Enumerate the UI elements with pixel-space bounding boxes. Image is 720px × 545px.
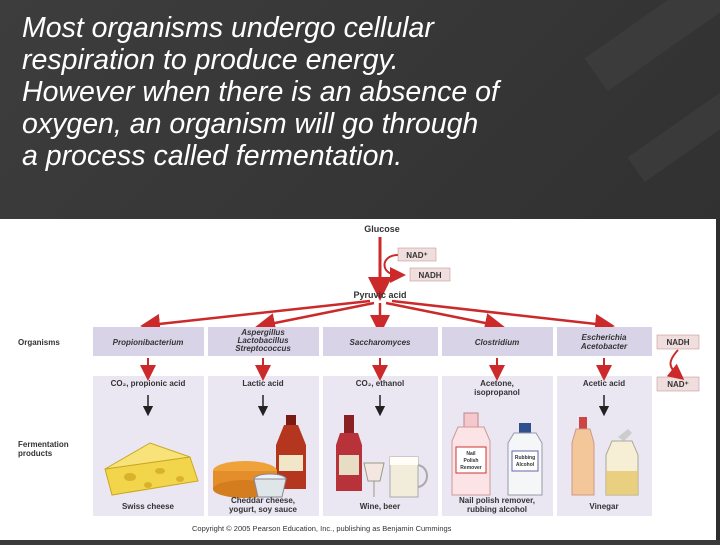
food-name: Wine, beer bbox=[360, 502, 400, 511]
organism-panel bbox=[442, 327, 553, 356]
organism-name: Saccharomyces bbox=[350, 338, 411, 347]
organism-panel bbox=[323, 327, 438, 356]
vinegar-icon bbox=[571, 417, 639, 496]
slide-edge bbox=[716, 219, 720, 540]
copyright-text: Copyright © 2005 Pearson Education, Inc.… bbox=[192, 524, 452, 533]
nad-curve bbox=[383, 254, 406, 283]
organism-name: Propionibacterium bbox=[113, 338, 184, 347]
food-name: Cheddar cheese, bbox=[231, 496, 295, 505]
food-name: Swiss cheese bbox=[122, 502, 175, 511]
heading-line: oxygen, an organism will go through bbox=[22, 108, 479, 140]
product-name: CO₂, ethanol bbox=[356, 379, 404, 388]
food-name: yogurt, soy sauce bbox=[229, 505, 298, 514]
organism-name: Lactobacillus bbox=[237, 336, 289, 345]
glucose-label: Glucose bbox=[364, 224, 400, 234]
organism-panel bbox=[557, 327, 652, 356]
food-name: Vinegar bbox=[589, 502, 618, 511]
organism-name: Aspergillus bbox=[240, 328, 285, 337]
product-name: Lactic acid bbox=[242, 379, 283, 388]
food-name: rubbing alcohol bbox=[467, 505, 527, 514]
nad-box bbox=[397, 247, 437, 262]
fermentation-label: Fermentation bbox=[18, 440, 69, 449]
cheddar-yogurt-soy-icon bbox=[213, 415, 306, 498]
pyruvic-acid-label: Pyruvic acid bbox=[353, 290, 406, 300]
product-down-arrows bbox=[142, 395, 610, 417]
organism-panel bbox=[93, 327, 204, 356]
organism-panel bbox=[208, 327, 319, 356]
bottle-label-text: Nail bbox=[466, 451, 476, 457]
bottle-label-text: Polish bbox=[463, 458, 478, 464]
side-nadh-box bbox=[656, 334, 700, 350]
nadh-label: NADH bbox=[418, 271, 441, 280]
nail-polish-alcohol-icon: Nail Polish Remover Rubbing Alcohol bbox=[451, 412, 543, 496]
organism-name: Escherichia bbox=[582, 333, 627, 342]
organism-name: Acetobacter bbox=[580, 342, 628, 351]
branch-arrows bbox=[140, 299, 615, 335]
products-label: products bbox=[18, 449, 53, 458]
bottle-label-text: Rubbing bbox=[515, 455, 535, 461]
heading-line: Most organisms undergo cellular bbox=[22, 12, 434, 44]
bottle-label-text: Remover bbox=[460, 465, 481, 471]
swiss-cheese-icon bbox=[104, 442, 199, 496]
fermentation-diagram: Glucose NAD⁺ NADH Pyruvic acid Organisms… bbox=[0, 219, 716, 540]
food-name: Nail polish remover, bbox=[459, 496, 535, 505]
nadh-box bbox=[409, 267, 451, 282]
wine-beer-icon bbox=[336, 415, 428, 498]
side-nadh-arrow bbox=[666, 349, 685, 380]
organism-to-product-arrows bbox=[140, 358, 612, 381]
heading-line: a process called fermentation. bbox=[22, 140, 403, 172]
product-name: Acetic acid bbox=[583, 379, 625, 388]
heading-line: respiration to produce energy. bbox=[22, 44, 399, 76]
heading-line: However when there is an absence of bbox=[22, 76, 499, 108]
product-name: CO₂, propionic acid bbox=[111, 379, 186, 388]
side-nad-plus-label: NAD⁺ bbox=[667, 380, 689, 389]
organism-name: Streptococcus bbox=[235, 344, 291, 353]
slide-heading: Most organisms undergo cellular respirat… bbox=[22, 12, 622, 172]
nad-plus-label: NAD⁺ bbox=[406, 251, 428, 260]
bottle-label-text: Alcohol bbox=[516, 462, 535, 468]
organisms-row-label: Organisms bbox=[18, 338, 60, 347]
diagram-svg: Glucose NAD⁺ NADH Pyruvic acid Organisms… bbox=[18, 224, 700, 533]
side-nadh-label: NADH bbox=[666, 338, 689, 347]
product-name: isopropanol bbox=[474, 388, 520, 397]
organism-name: Clostridium bbox=[475, 338, 519, 347]
product-name: Acetone, bbox=[480, 379, 514, 388]
